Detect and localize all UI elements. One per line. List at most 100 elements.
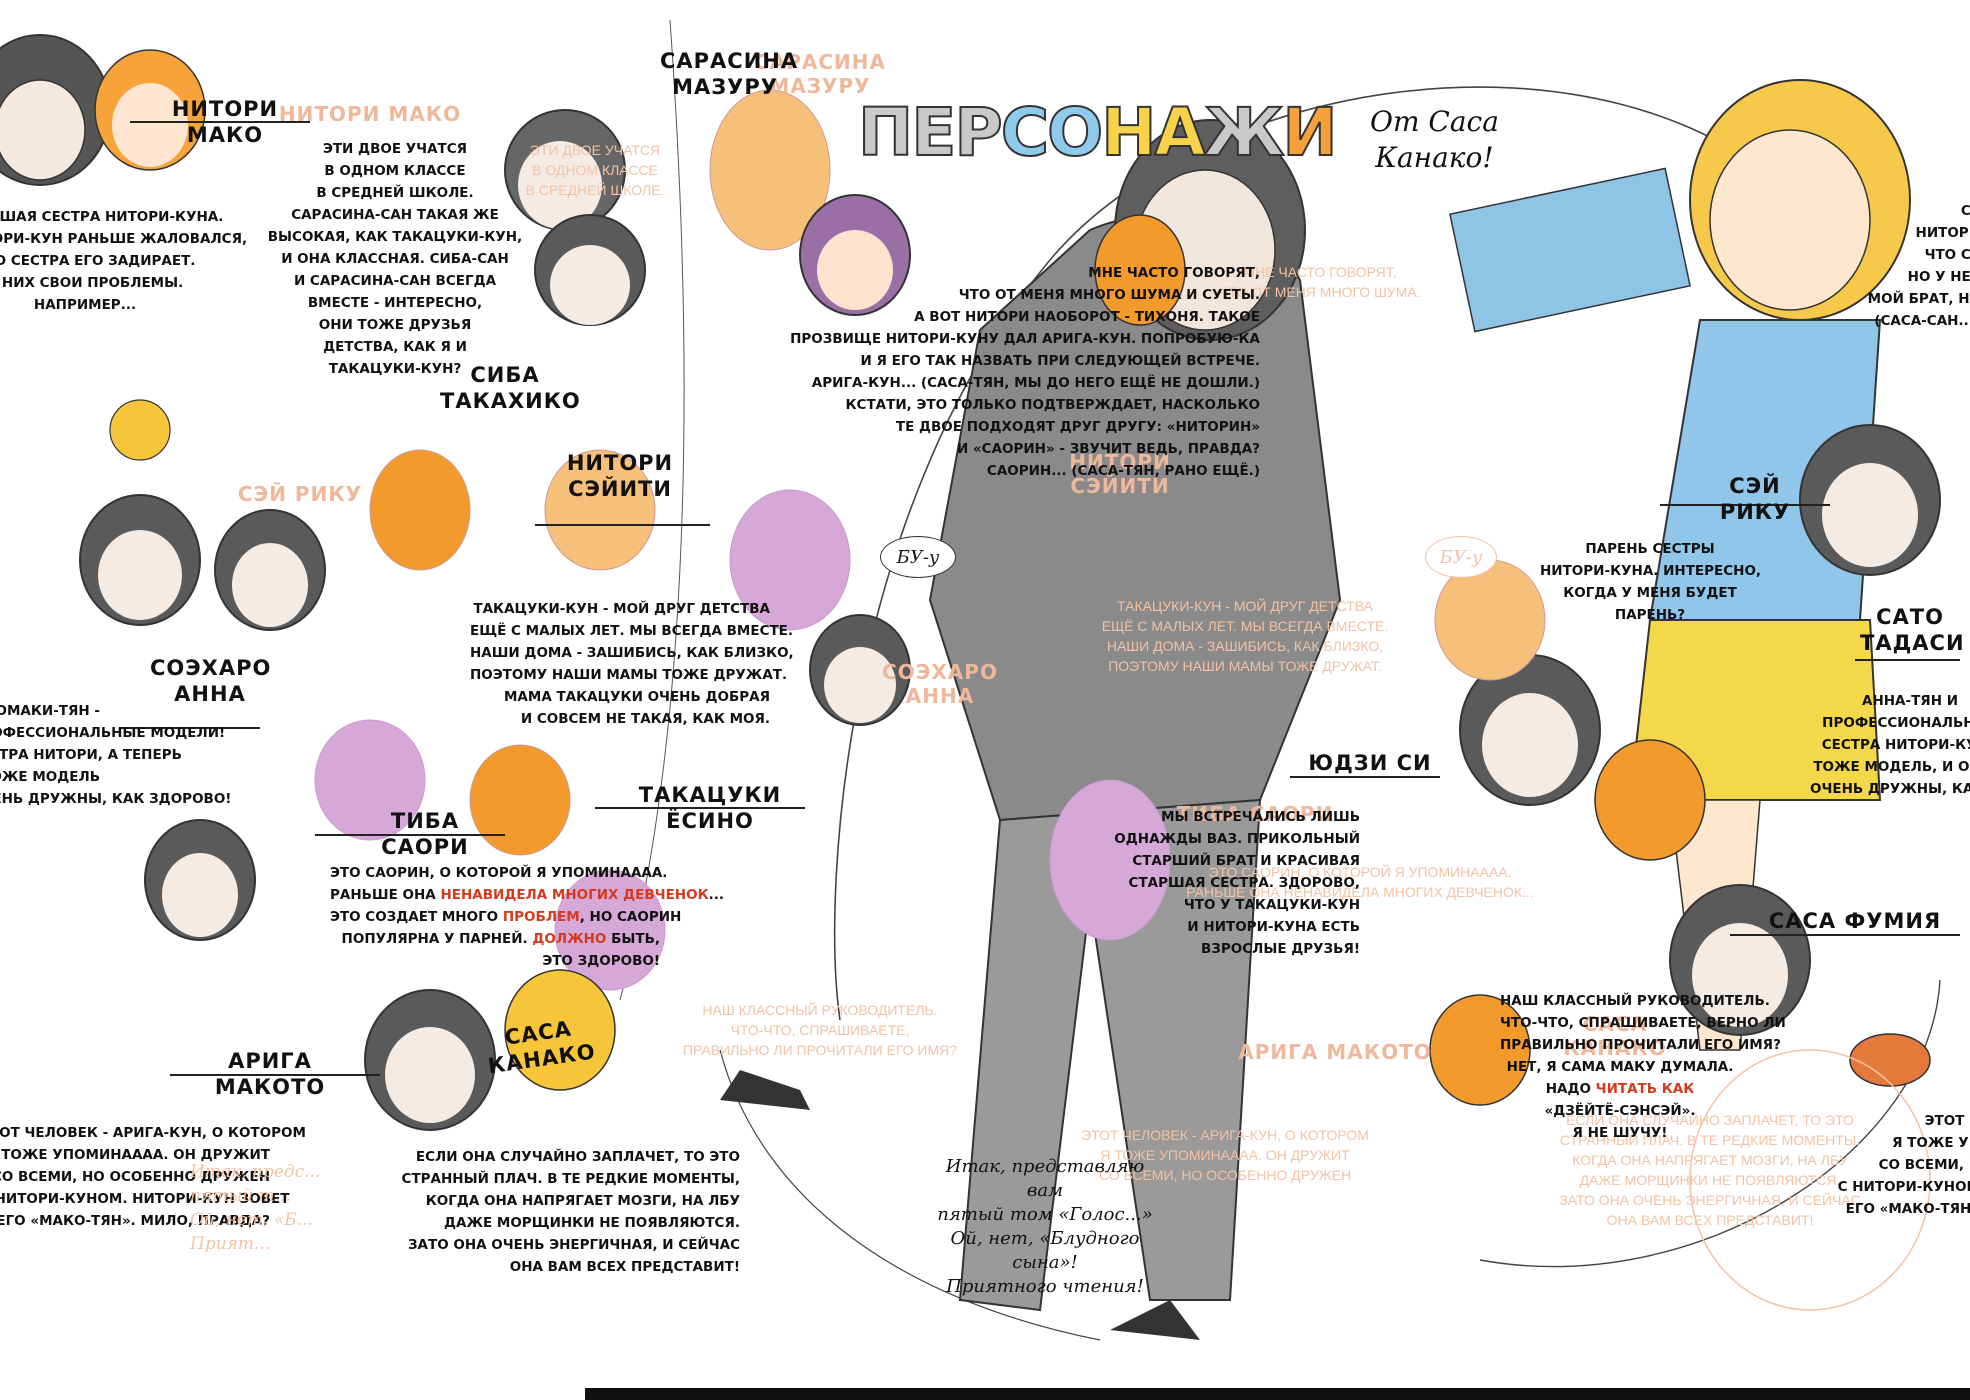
name-anna: СОЭХАРО АННА xyxy=(150,656,272,706)
name-ariga-makoto: АРИГА МАКОТО xyxy=(214,1049,326,1099)
name-chiba-saori: ТИБА САОРИ xyxy=(381,809,469,859)
text-line: СТРАННЫЙ ПЛАЧ. В ТЕ РЕДКИЕ МОМЕНТЫ, xyxy=(401,1171,740,1187)
text-line: ЭТО СОЗДАЕТ МНОГО ПРОБЛЕМ, НО САОРИН xyxy=(330,906,681,928)
text-line: СО ВСЕМИ, НО ОСОБЕННО ДРУЖЕН xyxy=(0,1169,270,1185)
name-sasai-fumiya: САСА ФУМИЯ xyxy=(1768,909,1942,933)
text-line: И «САОРИН» - ЗВУЧИТ ВЕДЬ, ПРАВДА? xyxy=(956,441,1260,457)
text-segment: Я НЕ ШУЧУ! xyxy=(1572,1125,1668,1141)
text-line: ЗАТО ОНА ОЧЕНЬ ЭНЕРГИЧНАЯ, И СЕЙЧАС xyxy=(407,1237,740,1253)
text-line: МЫ ВСТРЕЧАЛИСЬ ЛИШЬ xyxy=(1161,809,1360,825)
ghost-name: НИТОРИ СЭЙИТИ xyxy=(1069,450,1171,498)
text-line: ТЕ ДВОЕ ПОДХОДЯТ ДРУГ ДРУГУ: «НИТОРИН» xyxy=(895,419,1260,435)
text-line: ЭТОТ Ч xyxy=(1924,1113,1970,1129)
text-line: СТАРШИЙ БРАТ И КРАСИВАЯ xyxy=(1132,853,1360,869)
text-line: ПАРЕНЬ? xyxy=(1614,607,1686,623)
text-line: С НИТОРИ-КУНОМ. НИТОРИ-КУН ЗОВЕТ xyxy=(0,1191,290,1207)
text-line: ДАЖЕ МОРЩИНКИ НЕ ПОЯВЛЯЮТСЯ. xyxy=(443,1215,740,1231)
text-line: И ОНА КЛАССНАЯ. СИБА-САН xyxy=(281,251,509,267)
text-line: ОДНАЖДЫ ВАЗ. ПРИКОЛЬНЫЙ xyxy=(1114,831,1360,847)
highlighted-text: НЕНАВИДЕЛА МНОГИХ ДЕВЧЕНОК xyxy=(440,887,709,903)
text-line: ПРОФЕССИОНАЛЬНЫЕ МОДЕЛИ! xyxy=(0,725,226,741)
text-line: ПРАВИЛЬНО ПРОЧИТАЛИ ЕГО ИМЯ? xyxy=(1500,1034,1781,1056)
ghost-name: САРАСИНА МАЗУРУ xyxy=(754,50,886,98)
text-line: ЧТО ОТ МЕНЯ МНОГО ШУМА И СУЕТЫ. xyxy=(958,287,1260,303)
text-line: Я ТОЖЕ УПОМИНАААА. ОН ДРУЖИТ xyxy=(0,1147,270,1163)
ghost-text: НАШ КЛАССНЫЙ РУКОВОДИТЕЛЬ. ЧТО-ЧТО, СПРА… xyxy=(682,1002,958,1058)
bottom-bar xyxy=(585,1388,1970,1400)
text-line: ТОЖЕ МОДЕЛЬ xyxy=(0,769,100,785)
text-segment: НАШ КЛАССНЫЙ РУКОВОДИТЕЛЬ. xyxy=(1500,993,1770,1009)
text-segment: ЭТО САОРИН, О КОТОРОЙ Я УПОМИНАААА. xyxy=(330,865,668,881)
text-segment: ЧТО-ЧТО, СПРАШИВАЕТЕ, ВЕРНО ЛИ xyxy=(1500,1015,1786,1031)
name-rules xyxy=(120,121,1960,1076)
text-line: В ОДНОМ КЛАССЕ xyxy=(324,163,466,179)
closing-text: Итак, представляю вам пятый том «Голос..… xyxy=(937,1156,1153,1297)
text-line: И СОВСЕМ НЕ ТАКАЯ, КАК МОЯ. xyxy=(520,711,770,727)
name-shiba: СИБА ТАКАХИКО xyxy=(440,363,581,413)
text-line: СО ВСЕМИ, Н xyxy=(1878,1157,1970,1173)
text-line: НАШИ ДОМА - ЗАШИБИСЬ, КАК БЛИЗКО, xyxy=(470,645,794,661)
text-line: В СРЕДНЕЙ ШКОЛЕ. xyxy=(316,185,474,201)
text-line: ВЫСОКАЯ, КАК ТАКАЦУКИ-КУН, xyxy=(267,229,523,245)
page-title: ПЕР СО НА Ж И xyxy=(857,94,1339,171)
text-line: НАШ КЛАССНЫЙ РУКОВОДИТЕЛЬ. xyxy=(1500,990,1770,1012)
text-line: ПОПУЛЯРНА У ПАРНЕЙ. ДОЛЖНО БЫТЬ, xyxy=(330,928,660,950)
text-line: ОНА ВАМ ВСЕХ ПРЕДСТАВИТ! xyxy=(509,1259,740,1275)
ghost-name: СОЭХАРО АННА xyxy=(882,660,998,708)
text-segment: НЕТ, Я САМА МАКУ ДУМАЛА. xyxy=(1506,1059,1734,1075)
text-line: ЧТО СЕСТРА ЕГО ЗАДИРАЕТ. xyxy=(0,253,196,269)
text-line: ТАКАЦУКИ-КУН - МОЙ ДРУГ ДЕТСТВА xyxy=(473,601,770,617)
text-line: НЕТ, Я САМА МАКУ ДУМАЛА. xyxy=(1500,1056,1740,1078)
text-segment: ... xyxy=(708,887,724,903)
text-line: ЭТО САОРИН, О КОТОРОЙ Я УПОМИНАААА. xyxy=(330,862,667,884)
text-line: КСТАТИ, ЭТО ТОЛЬКО ПОДТВЕРЖДАЕТ, НАСКОЛЬ… xyxy=(845,397,1260,413)
text-segment: «ДЗЁЙТЁ-СЭНСЭЙ». xyxy=(1544,1103,1696,1119)
desc-anna-right: АННА-ТЯН ИПРОФЕССИОНАЛЬНЫЕСЕСТРА НИТОРИ-… xyxy=(1810,690,1970,800)
name-sato-tadashi: САТО ТАДАСИ xyxy=(1860,605,1965,655)
text-line: (САСА-САН...) xyxy=(1874,313,1970,329)
highlighted-text: ПРОБЛЕМ xyxy=(502,909,580,925)
text-line: ЧТО-ЧТО, СПРАШИВАЕТЕ, ВЕРНО ЛИ xyxy=(1500,1012,1786,1034)
text-line: НАПРИМЕР... xyxy=(33,297,137,313)
text-line: ЕГО «МАКО-ТЯН» xyxy=(1845,1201,1970,1217)
text-line: РАНЬШЕ ОНА НЕНАВИДЕЛА МНОГИХ ДЕВЧЕНОК... xyxy=(330,884,724,906)
text-line: И САРАСИНА-САН ВСЕГДА xyxy=(293,273,497,289)
desc-mako-right: СТНИТОРИЧТО СЕНО У НЕЁМОЙ БРАТ, НА(САСА-… xyxy=(1830,200,1970,332)
text-line: Я НЕ ШУЧУ! xyxy=(1500,1122,1740,1144)
name-takatsuki-yoshino: ТАКАЦУКИ ЁСИНО xyxy=(638,783,782,833)
text-line: СТАРШАЯ СЕСТРА. ЗДОРОВО, xyxy=(1128,875,1360,891)
name-sei-riku: СЭЙ РИКУ xyxy=(1719,474,1791,524)
text-line: ВЗРОСЛЫЕ ДРУЗЬЯ! xyxy=(1200,941,1360,957)
text-line: ПОЭТОМУ НАШИ МАМЫ ТОЖЕ ДРУЖАТ. xyxy=(470,667,788,683)
text-line: МНЕ ЧАСТО ГОВОРЯТ, xyxy=(1088,265,1260,281)
title-part: Ж xyxy=(1203,94,1286,171)
text-line: ЧТО СЕ xyxy=(1924,247,1970,263)
text-line: САОРИН... (САСА-ТЯН, РАНО ЕЩЁ.) xyxy=(986,463,1260,479)
text-line: КОГДА ОНА НАПРЯГАЕТ МОЗГИ, НА ЛБУ xyxy=(425,1193,740,1209)
text-line: КОГДА У МЕНЯ БУДЕТ xyxy=(1563,585,1737,601)
text-line: ЕЩЁ С МАЛЫХ ЛЕТ. МЫ ВСЕГДА ВМЕСТЕ. xyxy=(470,623,794,639)
ghost-name: НИТОРИ МАКО xyxy=(278,102,462,126)
text-line: МОЙ БРАТ, НА xyxy=(1867,291,1970,307)
text-segment: НАДО xyxy=(1545,1081,1596,1097)
text-line: ТАКАЦУКИ-КУН? xyxy=(328,361,462,377)
text-line: А ВОТ НИТОРИ НАОБОРОТ - ТИХОНЯ. ТАКОЕ xyxy=(914,309,1260,325)
text-segment: ПРАВИЛЬНО ПРОЧИТАЛИ ЕГО ИМЯ? xyxy=(1500,1037,1781,1053)
name-koji-si: ЮДЗИ СИ xyxy=(1308,751,1432,775)
text-line: ОЧЕНЬ ДРУЖНЫ, КАК ЗДОРОВО! xyxy=(1810,781,1970,797)
ghost-text: ТАКАЦУКИ-КУН - МОЙ ДРУГ ДЕТСТВА ЕЩЁ С МА… xyxy=(1101,598,1389,674)
character-heads xyxy=(0,34,1941,1311)
desc-makoto: ЭТОТ ЧЕЛОВЕК - АРИГА-КУН, О КОТОРОМ Я ТОЖ… xyxy=(0,1122,306,1232)
text-line: АРИГА-КУН... (САСА-ТЯН, МЫ ДО НЕГО ЕЩЁ Н… xyxy=(811,375,1260,391)
text-segment: ЭТО СОЗДАЕТ МНОГО xyxy=(330,909,503,925)
text-line: МАМА ТАКАЦУКИ ОЧЕНЬ ДОБРАЯ xyxy=(504,689,770,705)
curve-line xyxy=(619,19,685,1001)
text-line: ТОЖЕ МОДЕЛЬ, И ОНИ С xyxy=(1813,759,1970,775)
highlighted-text: ЧИТАТЬ КАК xyxy=(1595,1081,1695,1097)
desc-makoto-right: ЭТОТ ЧЯ ТОЖЕ УПСО ВСЕМИ, НС НИТОРИ-КУНОМ… xyxy=(1830,1110,1970,1220)
text-line: ЭТОТ ЧЕЛОВЕК - АРИГА-КУН, О КОТОРОМ xyxy=(0,1125,306,1141)
text-line: ЭТО ЗДОРОВО! xyxy=(330,950,660,972)
desc-anna-left: ЭНОМАКИ-ТЯН -ПРОФЕССИОНАЛЬНЫЕ МОДЕЛИ!СЕС… xyxy=(0,700,231,810)
text-line: НИТОРИ xyxy=(1915,225,1970,241)
